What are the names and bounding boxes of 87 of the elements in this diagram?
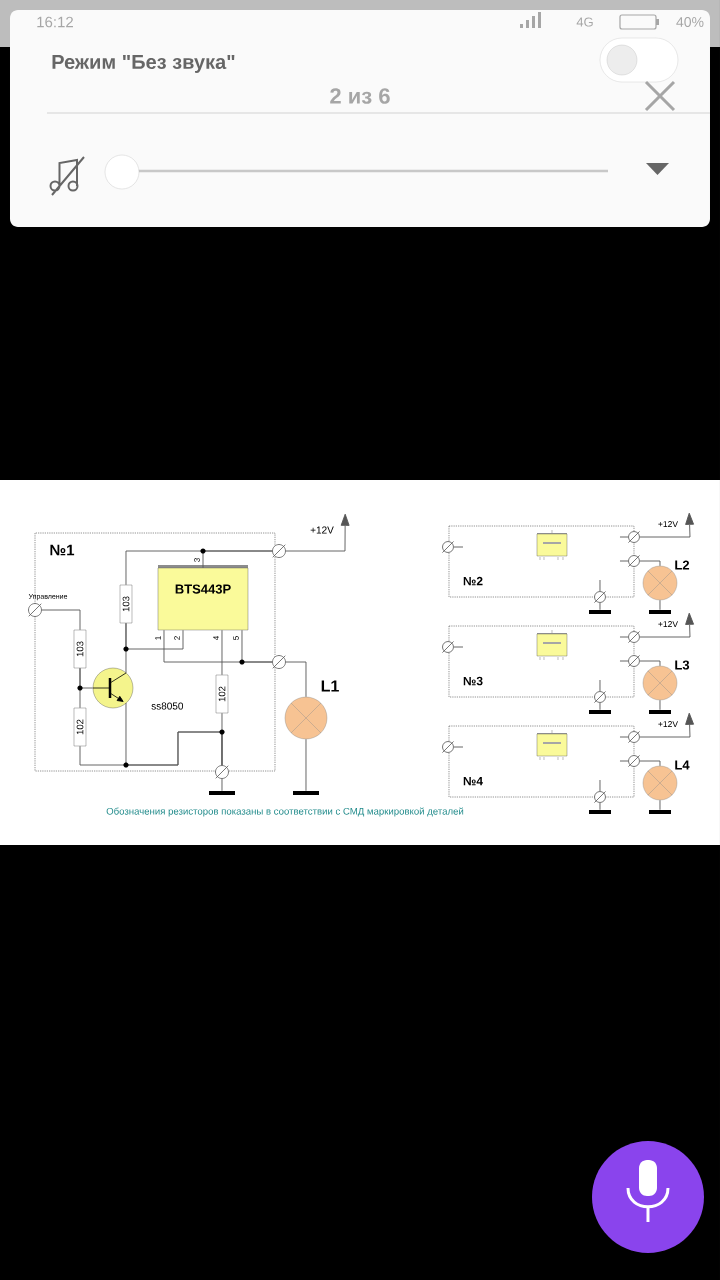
wire bbox=[619, 760, 629, 762]
terminal-symbol bbox=[442, 641, 454, 653]
wire bbox=[619, 536, 629, 538]
component-label: L2 bbox=[675, 560, 690, 570]
pin-number: 4 bbox=[213, 636, 219, 641]
module-frame: №3 bbox=[448, 625, 635, 698]
wire bbox=[599, 802, 601, 811]
component-label: L4 bbox=[675, 760, 690, 770]
terminal-symbol bbox=[442, 541, 454, 553]
pin-number: 3 bbox=[194, 558, 200, 562]
voltage-label: +12V bbox=[658, 621, 678, 627]
arrow bbox=[285, 513, 350, 552]
ground-symbol bbox=[649, 810, 671, 814]
terminal-symbol bbox=[628, 755, 640, 767]
wire bbox=[79, 667, 94, 689]
wire bbox=[619, 560, 629, 562]
battery-level: 40% bbox=[676, 17, 704, 27]
terminal-symbol bbox=[215, 765, 229, 779]
ground-symbol bbox=[589, 810, 611, 814]
arrow bbox=[639, 712, 695, 738]
ground-symbol bbox=[293, 791, 319, 795]
wire bbox=[599, 779, 601, 792]
wire bbox=[453, 646, 464, 648]
voltage-label: +12V bbox=[658, 521, 678, 527]
page-counter: 2 из 6 bbox=[330, 88, 390, 104]
terminal-symbol bbox=[628, 555, 640, 567]
wire bbox=[241, 629, 273, 663]
lamp-symbol bbox=[284, 696, 328, 740]
wire bbox=[125, 622, 184, 650]
wire bbox=[599, 579, 601, 592]
wire bbox=[599, 702, 601, 711]
voltage-label: +12V bbox=[658, 721, 678, 727]
wire bbox=[453, 746, 464, 748]
wire bbox=[639, 560, 661, 567]
wire bbox=[221, 778, 223, 792]
wire bbox=[659, 699, 661, 711]
module-frame: №2 bbox=[448, 525, 635, 598]
terminal-symbol bbox=[272, 544, 286, 558]
terminal-symbol bbox=[594, 591, 606, 603]
terminal-symbol bbox=[628, 655, 640, 667]
component-label: ss8050 bbox=[151, 702, 184, 710]
ground-symbol bbox=[649, 710, 671, 714]
module-frame: №4 bbox=[448, 725, 635, 798]
wire bbox=[599, 602, 601, 611]
terminal-symbol bbox=[442, 741, 454, 753]
arrow bbox=[639, 612, 695, 638]
pin-number: 5 bbox=[233, 636, 239, 640]
terminal-symbol bbox=[272, 655, 286, 669]
terminal-symbol bbox=[628, 731, 640, 743]
ground-symbol bbox=[209, 791, 235, 795]
voltage-label: +12V bbox=[310, 526, 334, 534]
terminal-symbol bbox=[628, 631, 640, 643]
wire bbox=[599, 679, 601, 692]
pin-number: 1 bbox=[155, 636, 161, 640]
arrow bbox=[639, 512, 695, 538]
wire bbox=[619, 736, 629, 738]
wire bbox=[305, 738, 307, 792]
ground-symbol bbox=[589, 710, 611, 714]
wire bbox=[639, 660, 661, 667]
terminal-symbol bbox=[594, 791, 606, 803]
wire bbox=[619, 660, 629, 662]
terminal-symbol bbox=[28, 603, 42, 617]
ground-symbol bbox=[589, 610, 611, 614]
wire bbox=[639, 760, 661, 767]
terminal-symbol bbox=[594, 691, 606, 703]
transistor-symbol bbox=[92, 667, 134, 709]
chip-symbol bbox=[536, 629, 568, 661]
wire bbox=[285, 661, 307, 698]
chip-symbol bbox=[536, 729, 568, 761]
wire bbox=[41, 609, 81, 631]
chip-symbol bbox=[536, 529, 568, 561]
wire bbox=[125, 550, 273, 586]
ground-symbol bbox=[649, 610, 671, 614]
wire bbox=[453, 546, 464, 548]
status-time: 16:12 bbox=[37, 16, 73, 28]
wire bbox=[79, 731, 223, 766]
pin-number: 2 bbox=[174, 636, 180, 640]
panel-title: Режим "Без звука" bbox=[52, 55, 235, 73]
wire bbox=[221, 629, 223, 676]
caption: Обозначения резисторов показаны в соответствии с СМД маркировкой деталей bbox=[106, 807, 464, 817]
wire bbox=[619, 636, 629, 638]
wire bbox=[659, 799, 661, 811]
component-label: L1 bbox=[321, 680, 339, 692]
component-label: L3 bbox=[675, 660, 690, 670]
terminal-symbol bbox=[628, 531, 640, 543]
wire bbox=[659, 599, 661, 611]
network-label: 4G bbox=[576, 17, 593, 27]
